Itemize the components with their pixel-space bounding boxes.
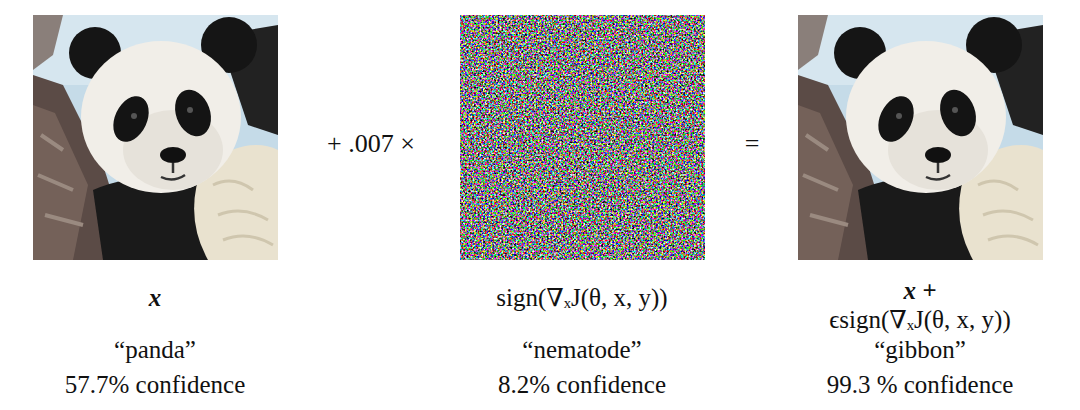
confidence-value: 57.7% confidence (65, 371, 245, 399)
operator-text: + .007 × (327, 130, 415, 159)
adversarial-image (798, 15, 1043, 260)
input-symbol: x (149, 284, 162, 312)
confidence-value: 8.2% confidence (498, 371, 666, 399)
formula-text: x + (904, 277, 937, 305)
formula-text: sign(∇ₓJ(θ, x, y)) (496, 284, 667, 312)
class-label: “panda” (114, 336, 196, 364)
class-label: “gibbon” (874, 336, 966, 364)
formula-text: ϵsign(∇ₓJ(θ, x, y)) (829, 306, 1011, 334)
class-label: “nematode” (522, 336, 641, 364)
operator-text: = (745, 130, 760, 159)
panda-image (33, 15, 278, 260)
perturbation-noise (460, 15, 705, 260)
confidence-value: 99.3 % confidence (827, 371, 1014, 399)
